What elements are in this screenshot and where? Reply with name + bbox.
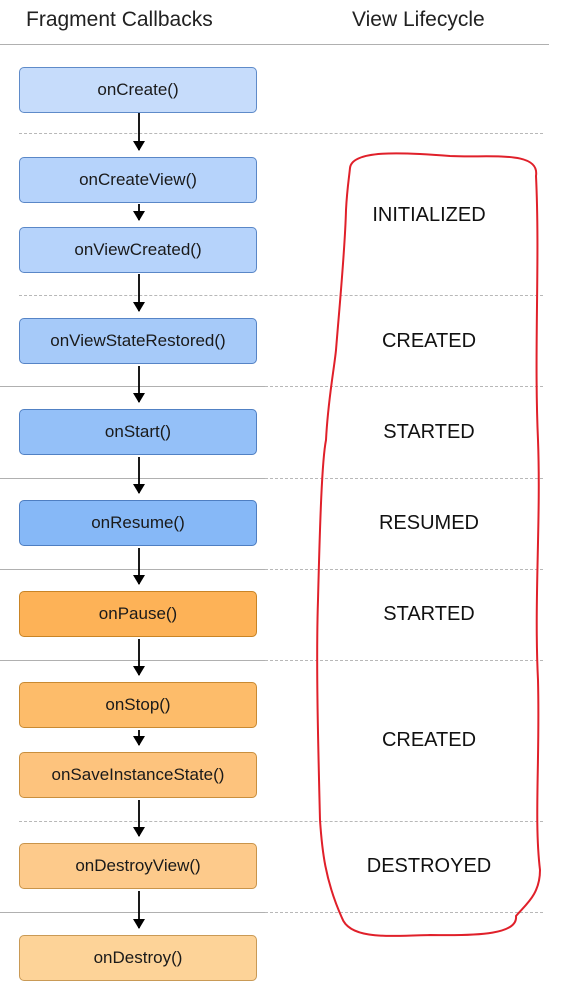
header-divider — [0, 44, 549, 45]
separator-dashed — [265, 478, 543, 479]
callback-on-pause: onPause() — [19, 591, 257, 637]
callback-on-destroy-view: onDestroyView() — [19, 843, 257, 889]
arrow-head — [133, 302, 145, 312]
arrow-head — [133, 141, 145, 151]
separator-dashed — [265, 660, 543, 661]
arrow-head — [133, 575, 145, 585]
callback-on-view-state-restored: onViewStateRestored() — [19, 318, 257, 364]
callback-on-view-created: onViewCreated() — [19, 227, 257, 273]
arrow-head — [133, 211, 145, 221]
fragment-callbacks-header: Fragment Callbacks — [26, 8, 213, 31]
view-state-destroyed: DESTROYED — [366, 855, 492, 877]
callback-on-stop: onStop() — [19, 682, 257, 728]
view-lifecycle-header: View Lifecycle — [352, 8, 485, 31]
callback-on-create: onCreate() — [19, 67, 257, 113]
callback-on-destroy: onDestroy() — [19, 935, 257, 981]
view-state-started: STARTED — [383, 421, 475, 443]
separator-dashed — [19, 295, 543, 296]
arrow-head — [133, 666, 145, 676]
arrow-head — [133, 919, 145, 929]
callback-on-start: onStart() — [19, 409, 257, 455]
view-state-created-2: CREATED — [381, 729, 477, 751]
separator-solid — [0, 386, 265, 387]
arrow-head — [133, 393, 145, 403]
arrow-head — [133, 736, 145, 746]
view-state-created: CREATED — [381, 330, 477, 352]
view-state-resumed: RESUMED — [378, 512, 479, 534]
separator-solid — [0, 478, 265, 479]
view-state-started-2: STARTED — [383, 603, 475, 625]
separator-dashed — [265, 912, 543, 913]
separator-solid — [0, 569, 265, 570]
highlight-outline — [316, 152, 542, 937]
separator-solid — [0, 912, 265, 913]
callback-on-resume: onResume() — [19, 500, 257, 546]
callback-on-create-view: onCreateView() — [19, 157, 257, 203]
arrow-head — [133, 484, 145, 494]
separator-dashed — [19, 821, 543, 822]
separator-solid — [0, 660, 265, 661]
separator-dashed — [19, 133, 543, 134]
separator-dashed — [265, 386, 543, 387]
view-state-initialized: INITIALIZED — [372, 204, 486, 226]
callback-on-save-instance-state: onSaveInstanceState() — [19, 752, 257, 798]
arrow-head — [133, 827, 145, 837]
separator-dashed — [265, 569, 543, 570]
